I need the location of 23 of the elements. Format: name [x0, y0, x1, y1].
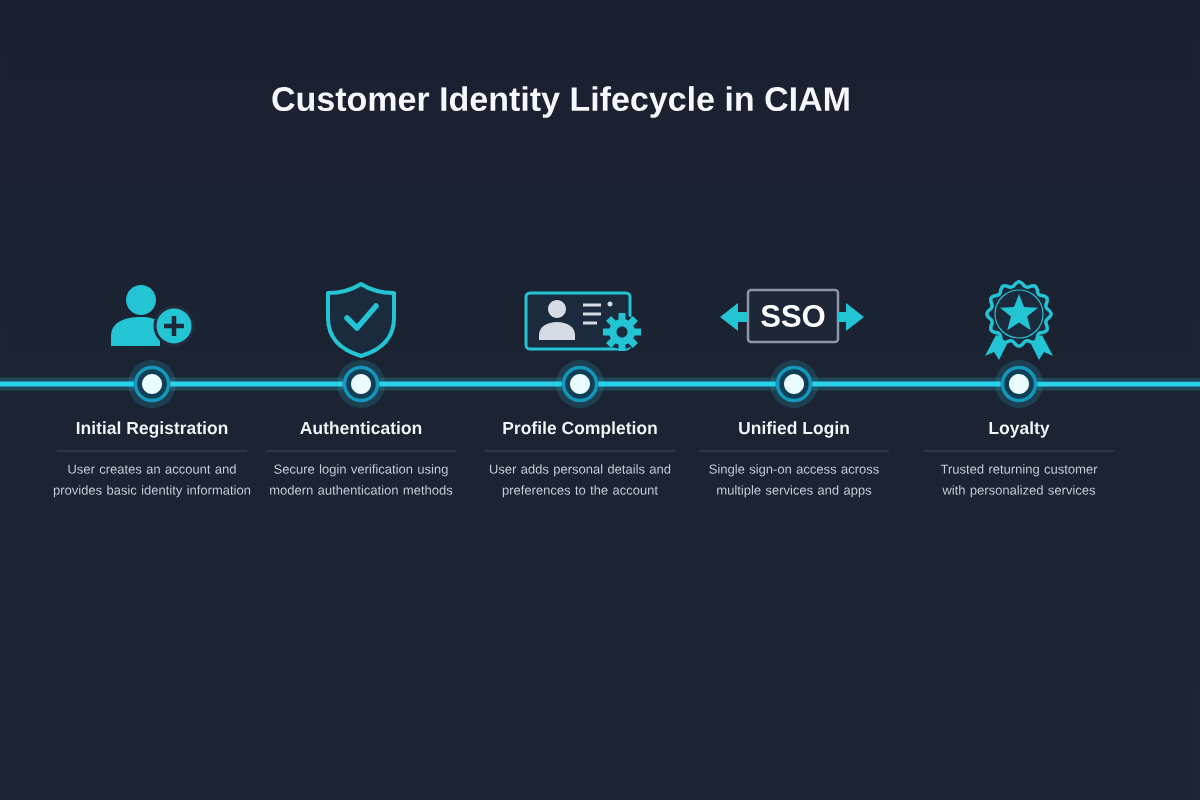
timeline-line — [379, 377, 562, 391]
timeline-line — [812, 377, 1001, 391]
step-description: Trusted returning customer with personalized services — [940, 464, 1098, 498]
step-title: Profile Completion — [503, 421, 657, 438]
title: Customer Identity Lifecycle in CIAM — [272, 86, 849, 118]
sso-badge: SSO — [746, 288, 840, 344]
timeline-line — [0, 377, 134, 391]
step-description: Secure login verification using modern authentication methods — [270, 464, 453, 495]
step-description: Single sign-on access across multiple services and apps — [709, 464, 879, 498]
step-title: Unified Login — [739, 421, 849, 438]
timeline-dot — [770, 360, 818, 408]
timeline-dot — [556, 360, 604, 408]
step-title: Loyalty — [989, 421, 1050, 438]
step-description: User creates an account and provides basic identity information — [53, 464, 251, 498]
step-title: Authentication — [300, 421, 422, 435]
timeline-dot — [995, 360, 1043, 408]
step-description: User adds personal details and preferences to the account — [489, 464, 671, 498]
timeline-dot — [128, 360, 176, 408]
step-title: Initial Registration — [76, 421, 228, 438]
timeline-line — [1037, 377, 1200, 391]
timeline-dot — [337, 360, 385, 408]
timeline-line — [170, 377, 343, 391]
timeline-line — [598, 377, 776, 391]
